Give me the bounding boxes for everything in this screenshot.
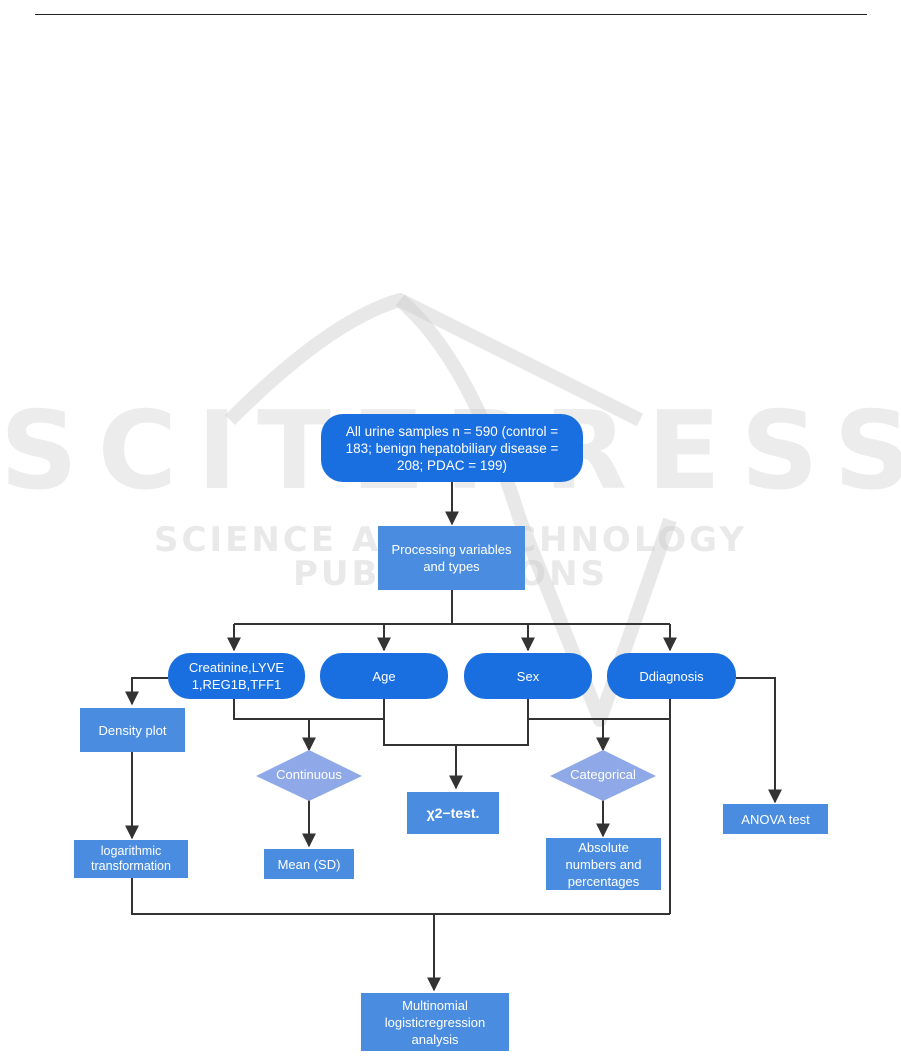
continuous-diamond (256, 750, 362, 801)
edge-diagnosis-anova (736, 677, 782, 804)
continuous-label: Continuous (276, 767, 342, 782)
absolute-numbers-node: Absolute numbers and percentages (546, 838, 661, 890)
processing-node: Processing variables and types (378, 526, 525, 590)
page-top-rule (35, 14, 867, 15)
edge-biomarkers-density (125, 677, 168, 706)
sex-node: Sex (464, 653, 592, 699)
mean-sd-node: Mean (SD) (264, 849, 354, 879)
categorical-label: Categorical (570, 767, 636, 782)
biomarkers-node: Creatinine,LYVE 1,REG1B,TFF1 (168, 653, 305, 699)
age-node: Age (320, 653, 448, 699)
diagnosis-node: Ddiagnosis (607, 653, 736, 699)
categorical-diamond (550, 750, 656, 801)
anova-test-node: ANOVA test (723, 804, 828, 834)
density-plot-node: Density plot (80, 708, 185, 752)
multinomial-node: Multinomial logisticregression analysis (361, 993, 509, 1051)
edge-log-bottom-bus (131, 878, 670, 915)
root-node-all-samples: All urine samples n = 590 (control = 183… (321, 414, 583, 482)
edge-chi2-bus (383, 699, 529, 746)
log-transform-node: logarithmic transformation (74, 840, 188, 878)
chi2-test-node: χ2−test. (407, 792, 499, 834)
edge-continuous-bus (233, 699, 384, 720)
